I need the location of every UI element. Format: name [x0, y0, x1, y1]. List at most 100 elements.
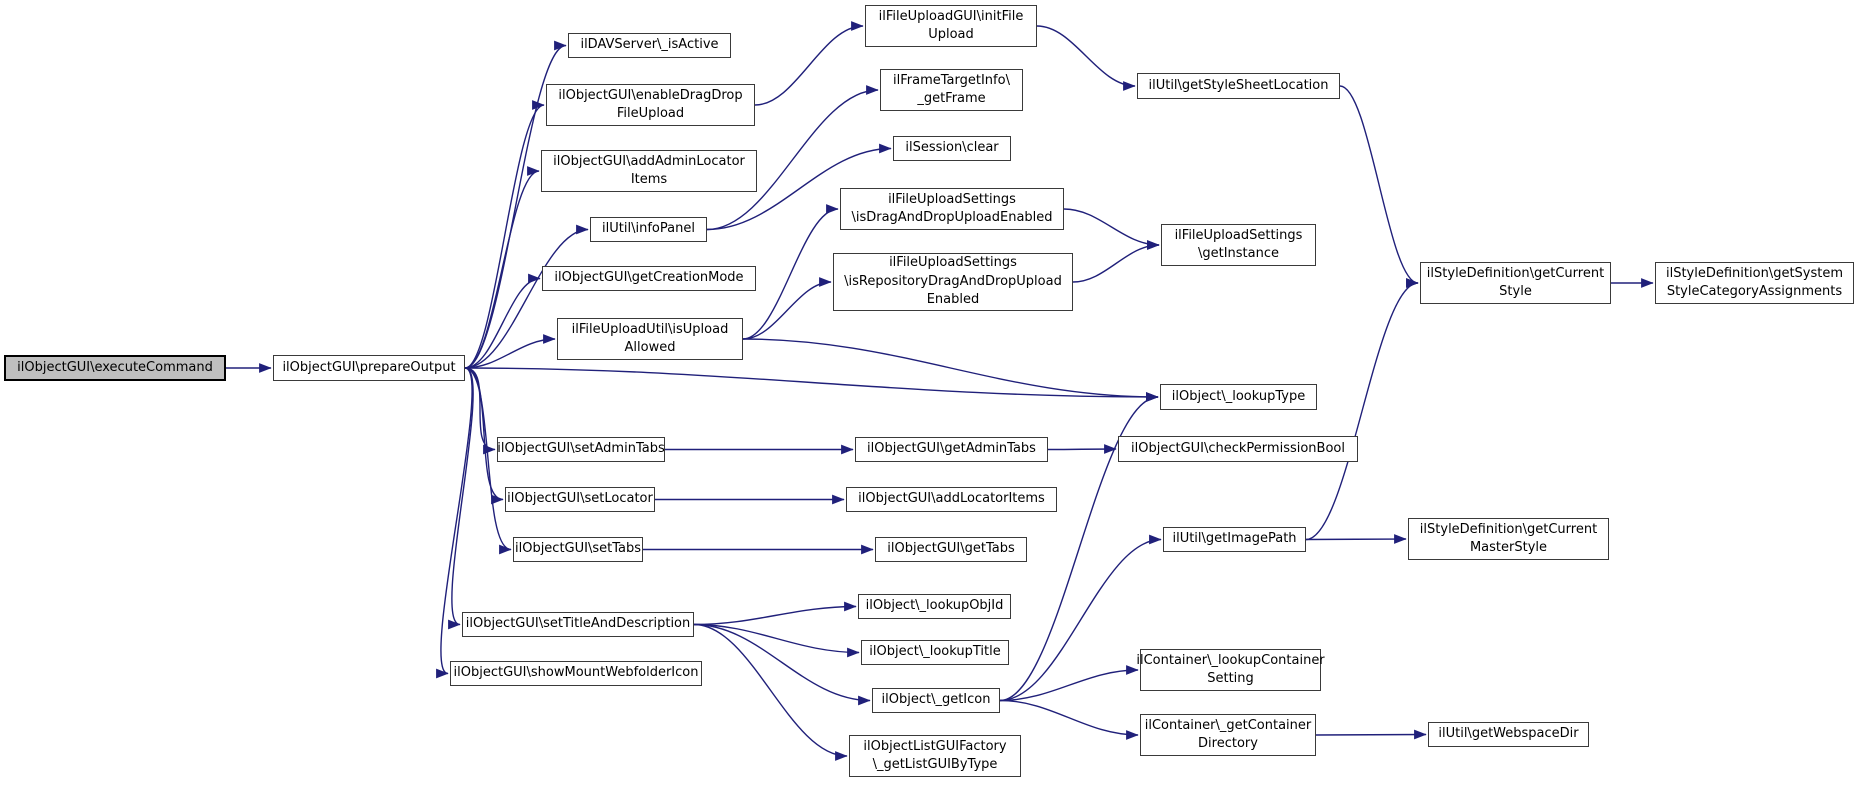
graph-edge-getImagePath-to-getCurrentMasterStyle [1305, 534, 1407, 544]
graph-edge-isUploadAllowed-to-lookupType [742, 338, 1159, 402]
graph-node-checkPermissionBool[interactable]: ilObjectGUI\checkPermissionBool [1118, 436, 1358, 462]
graph-node-sessionClear[interactable]: ilSession\clear [893, 136, 1011, 161]
graph-edge-getAdminTabs-to-checkPermissionBool [1047, 444, 1117, 454]
graph-node-label: Directory [1198, 736, 1258, 751]
graph-node-label: ilStyleDefinition\getSystem [1665, 265, 1844, 281]
graph-node-label: ilObjectGUI\setTitleAndDescription [465, 616, 691, 632]
graph-node-label: \_getListGUIByType [872, 757, 998, 772]
graph-node-label: ilObjectGUI\getAdminTabs [867, 441, 1036, 457]
graph-edge-prepareOutput-to-infoPanel [464, 224, 589, 369]
graph-node-addLocatorItems[interactable]: ilObjectGUI\addLocatorItems [846, 487, 1057, 512]
graph-edge-getImagePath-to-getCurrentStyle [1305, 278, 1419, 541]
graph-node-label: ilObject\_lookupTitle [869, 644, 1001, 660]
graph-node-lookupTitle[interactable]: ilObject\_lookupTitle [861, 640, 1009, 665]
graph-node-getInstance[interactable]: ilFileUploadSettings\getInstance [1161, 224, 1316, 266]
graph-node-label: ilContainer\_lookupContainer [1136, 652, 1325, 668]
graph-edge-getStyleSheetLocation-to-getCurrentStyle [1339, 85, 1419, 288]
graph-node-executeCommand[interactable]: ilObjectGUI\executeCommand [4, 355, 226, 381]
graph-edge-prepareOutput-to-setTitleAndDescription [448, 367, 474, 630]
graph-edge-isRepositoryDragAndDropUploadEnabled-to-getInstance [1072, 240, 1160, 283]
graph-node-label: ilObject\_lookupType [1171, 388, 1306, 404]
graph-node-label: ilFileUploadUtil\isUpload [571, 321, 729, 337]
graph-node-lookupType[interactable]: ilObject\_lookupType [1160, 384, 1317, 410]
graph-node-label: ilDAVServer\_isActive [580, 37, 719, 53]
graph-edge-prepareOutput-to-showMountWebfolderIcon [436, 367, 473, 679]
graph-edge-prepareOutput-to-isUploadAllowed [464, 334, 556, 369]
graph-edge-getIcon-to-lookupType [999, 392, 1159, 702]
graph-edge-isUploadAllowed-to-isRepositoryDragAndDropUploadEnabled [742, 277, 832, 340]
graph-node-label: \isDragAndDropUploadEnabled [851, 210, 1053, 225]
graph-node-label: ilObject\_getIcon [881, 692, 991, 708]
graph-node-prepareOutput[interactable]: ilObjectGUI\prepareOutput [273, 355, 465, 381]
graph-node-label: FileUpload [616, 106, 685, 121]
graph-node-getStyleSheetLocation[interactable]: ilUtil\getStyleSheetLocation [1137, 73, 1340, 99]
graph-node-setTabs[interactable]: ilObjectGUI\setTabs [513, 537, 643, 562]
graph-node-label: ilStyleDefinition\getCurrent [1419, 521, 1598, 537]
graph-node-label: ilSession\clear [905, 140, 999, 156]
graph-node-getListGUIByType[interactable]: ilObjectListGUIFactory \_getListGUIByType [849, 735, 1021, 777]
graph-node-setLocator[interactable]: ilObjectGUI\setLocator [505, 487, 655, 512]
graph-node-isDragAndDropUploadEnabled[interactable]: ilFileUploadSettings \isDragAndDropUpload… [840, 188, 1064, 230]
graph-node-label: ilFileUploadSettings [1174, 227, 1303, 243]
graph-node-getTabs[interactable]: ilObjectGUI\getTabs [875, 537, 1027, 562]
graph-node-getIcon[interactable]: ilObject\_getIcon [872, 688, 1000, 713]
graph-node-getAdminTabs[interactable]: ilObjectGUI\getAdminTabs [855, 437, 1048, 462]
graph-node-label: ilObjectGUI\setLocator [507, 491, 653, 507]
graph-node-label: Allowed [624, 340, 676, 355]
graph-node-label: ilObjectGUI\getTabs [887, 541, 1015, 557]
graph-node-label: Enabled [926, 292, 980, 308]
graph-node-label: ilUtil\getStyleSheetLocation [1148, 77, 1329, 93]
graph-node-isRepositoryDragAndDropUploadEnabled[interactable]: ilFileUploadSettings\isRepositoryDragAnd… [833, 253, 1073, 311]
graph-edge-initFileUpload-to-getStyleSheetLocation [1036, 25, 1136, 91]
graph-node-label: ilFileUploadSettings [889, 255, 1017, 271]
graph-edge-prepareOutput-to-addAdminLocatorItems [464, 166, 540, 369]
graph-node-setTitleAndDescription[interactable]: ilObjectGUI\setTitleAndDescription [462, 612, 694, 637]
graph-node-label: ilObjectGUI\setAdminTabs [497, 441, 665, 457]
graph-edge-setTitleAndDescription-to-getListGUIByType [693, 623, 848, 761]
graph-edge-prepareOutput-to-enableDragDropFileUpload [464, 100, 545, 369]
graph-node-isActive[interactable]: ilDAVServer\_isActive [568, 33, 731, 58]
graph-node-showMountWebfolderIcon[interactable]: ilObjectGUI\showMountWebfolderIcon [450, 661, 702, 686]
graph-node-getFrame[interactable]: ilFrameTargetInfo\_getFrame [880, 69, 1023, 111]
graph-edge-prepareOutput-to-setTabs [464, 367, 512, 555]
graph-node-label: ilFileUploadSettings [888, 191, 1016, 207]
graph-node-getImagePath[interactable]: ilUtil\getImagePath [1163, 527, 1306, 552]
graph-edge-getIcon-to-getContainerDirectory [999, 699, 1139, 740]
graph-edge-infoPanel-to-sessionClear [706, 143, 892, 231]
graph-node-label: ilObjectGUI\showMountWebfolderIcon [453, 665, 699, 681]
graph-edge-setTitleAndDescription-to-getIcon [693, 623, 871, 706]
graph-node-setAdminTabs[interactable]: ilObjectGUI\setAdminTabs [497, 437, 665, 462]
graph-node-lookupObjId[interactable]: ilObject\_lookupObjId [858, 594, 1011, 619]
graph-edge-getContainerDirectory-to-getWebspaceDir [1315, 729, 1427, 740]
graph-node-label: ilObjectGUI\addLocatorItems [858, 491, 1045, 507]
graph-node-label: ilFileUploadGUI\initFile [878, 8, 1024, 24]
graph-node-label: ilObjectGUI\executeCommand [17, 359, 213, 375]
graph-node-label: ilUtil\infoPanel [602, 221, 695, 237]
graph-node-label: Upload [928, 27, 974, 42]
graph-node-getCreationMode[interactable]: ilObjectGUI\getCreationMode [542, 266, 756, 291]
graph-node-label: Items [630, 172, 668, 187]
graph-node-label: ilStyleDefinition\getCurrent [1426, 265, 1605, 281]
graph-node-label: StyleCategoryAssignments [1666, 284, 1843, 299]
graph-node-getWebspaceDir[interactable]: ilUtil\getWebspaceDir [1428, 722, 1589, 747]
graph-node-label: Setting [1207, 671, 1254, 686]
graph-node-label: Style [1499, 284, 1532, 299]
graph-node-label: ilObject\_lookupObjId [865, 598, 1004, 614]
graph-node-label: ilObjectGUI\addAdminLocator [553, 153, 745, 169]
graph-edge-setTitleAndDescription-to-lookupObjId [693, 601, 857, 626]
graph-node-label: _getFrame [917, 91, 986, 106]
graph-edge-isDragAndDropUploadEnabled-to-getInstance [1063, 208, 1160, 250]
graph-node-label: ilObjectListGUIFactory [863, 738, 1007, 754]
graph-node-infoPanel[interactable]: ilUtil\infoPanel [590, 217, 707, 242]
graph-edge-isUploadAllowed-to-isDragAndDropUploadEnabled [742, 204, 839, 340]
graph-edge-enableDragDropFileUpload-to-initFileUpload [754, 21, 864, 106]
